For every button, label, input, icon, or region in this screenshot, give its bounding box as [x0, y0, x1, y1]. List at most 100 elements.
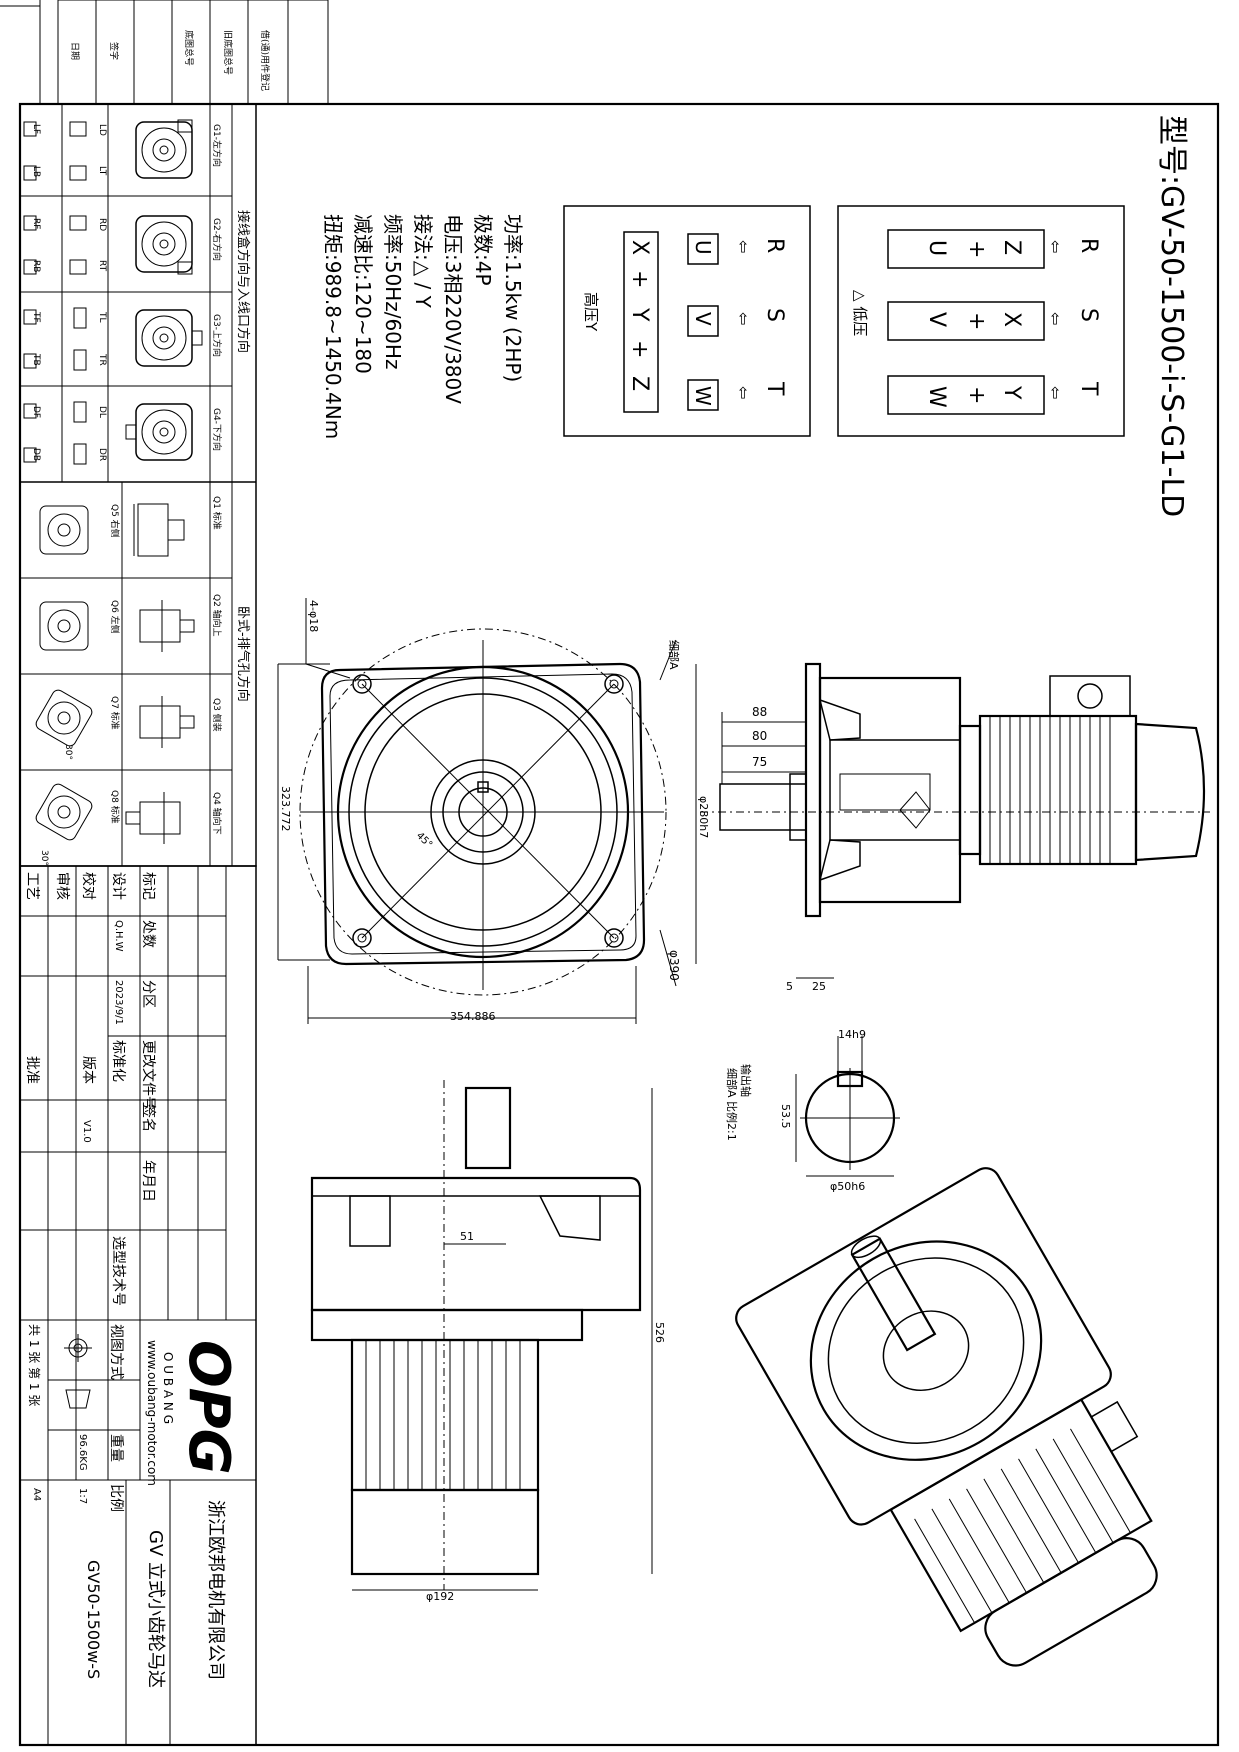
svg-text:标准化: 标准化 [110, 1040, 126, 1082]
svg-text:+: + [627, 340, 652, 358]
svg-text:RT: RT [97, 260, 107, 272]
wl-T: T [1076, 381, 1101, 396]
wl-title: △ 低压 [851, 290, 869, 336]
svg-text:96.6KG: 96.6KG [77, 1434, 88, 1471]
dim-key: 14h9 [838, 1028, 866, 1041]
projection-symbol [64, 1334, 92, 1409]
svg-text:⇦: ⇦ [1046, 312, 1065, 325]
svg-text:Z: Z [999, 240, 1024, 255]
svg-text:G4-下方向: G4-下方向 [211, 408, 223, 451]
dim-spigot: φ280h7 [697, 796, 710, 838]
svg-text:更改文件号: 更改文件号 [140, 1040, 156, 1110]
svg-text:Q2 轴向上: Q2 轴向上 [211, 594, 223, 637]
shaft-detail: 14h9 53.5 φ50h6 输出轴 细部A 比例2:1 [725, 1028, 900, 1193]
junction-thumbnails [125, 119, 203, 461]
svg-text:30°: 30° [39, 850, 49, 866]
svg-text:A4: A4 [31, 1488, 42, 1501]
sheet-border [18, 102, 1220, 1747]
svg-text:1:7: 1:7 [77, 1488, 88, 1504]
dim-motor-d: φ192 [426, 1590, 454, 1603]
stamp-label-5: 日期 [69, 42, 80, 60]
stamp-label-4: 签字 [108, 42, 120, 60]
detail-label: 细部A [667, 640, 681, 670]
angle-label: 45° [414, 830, 434, 850]
model-title: 型号:GV-50-1500-i-S-G1-LD [1154, 115, 1189, 517]
svg-text:版本: 版本 [80, 1056, 96, 1084]
title-block: 标记 处数 分区 更改文件号 签名 年月日 设计 标准化 校对 版本 审核 工艺… [19, 865, 257, 1746]
svg-text:DL: DL [97, 406, 107, 418]
svg-text:Y: Y [627, 307, 652, 322]
svg-text:重量: 重量 [108, 1434, 124, 1462]
stamp-box-dividers [95, 0, 289, 104]
svg-text:Q7 标准: Q7 标准 [109, 696, 121, 730]
dim-pcd: φ390 [667, 950, 681, 981]
svg-text:X: X [627, 240, 652, 255]
exhaust-thumbnails [35, 503, 195, 844]
svg-text:标记: 标记 [140, 872, 156, 900]
dim-flange-w: 354.886 [450, 1010, 496, 1023]
svg-text:G3-上方向: G3-上方向 [211, 314, 223, 357]
svg-text:+: + [627, 270, 652, 288]
svg-text:V: V [691, 312, 715, 326]
svg-text:U: U [691, 240, 715, 255]
svg-text:⇦: ⇦ [734, 312, 753, 325]
options-panel: 接线盒方向与入线口方向 卧式-排气孔方向 G1-左方向 G2-右方向 G3-上方… [19, 103, 257, 867]
dim-80: 80 [752, 729, 767, 743]
exhaust-title: 卧式-排气孔方向 [235, 606, 251, 702]
website: www.oubang-motor.com [145, 1340, 159, 1486]
brand-text: O U B A N G [161, 1352, 175, 1424]
dim-25: 25 [812, 980, 826, 993]
svg-text:RD: RD [97, 218, 107, 231]
svg-text:+: + [964, 240, 989, 258]
svg-text:分区: 分区 [140, 980, 156, 1008]
dim-shaft-h: 53.5 [779, 1104, 792, 1129]
company-name: 浙江欧邦电机有限公司 [205, 1500, 226, 1680]
spec-connection: 接法:△ / Y [411, 214, 435, 309]
vertical-view: 51 526 φ192 [310, 1080, 666, 1603]
spec-ratio: 减速比:120~180 [351, 214, 375, 374]
spec-list: 功率:1.5kw (2HP) 极数:4P 电压:3相220V/380V 接法:△… [321, 214, 525, 439]
svg-text:Q6 左侧: Q6 左侧 [109, 600, 121, 634]
svg-text:处数: 处数 [140, 920, 156, 948]
svg-text:LT: LT [97, 166, 107, 176]
svg-text:LD: LD [97, 124, 107, 136]
svg-text:U: U [924, 240, 949, 256]
sheet-count: 共 1 张 第 1 张 [27, 1324, 41, 1406]
svg-text:R: R [762, 238, 787, 253]
svg-text:TR: TR [97, 353, 107, 366]
wh-title: 高压Y [582, 292, 600, 332]
motor-fins [989, 716, 1111, 864]
svg-text:Q4 轴向下: Q4 轴向下 [211, 792, 223, 835]
spec-poles: 极数:4P [471, 214, 495, 286]
svg-text:Q5 右侧: Q5 右侧 [109, 504, 121, 538]
svg-text:+: + [964, 312, 989, 330]
dim-75: 75 [752, 755, 767, 769]
svg-text:Q1 标准: Q1 标准 [211, 496, 223, 530]
svg-text:V1.0: V1.0 [81, 1120, 92, 1143]
svg-text:审核: 审核 [54, 872, 70, 900]
flange-front-view: 45° [299, 628, 667, 996]
svg-text:年月日: 年月日 [140, 1160, 156, 1202]
stamp-label-2: 旧底图总号 [222, 30, 234, 75]
svg-text:V: V [924, 312, 949, 327]
svg-text:30°: 30° [63, 744, 73, 760]
svg-text:G1-左方向: G1-左方向 [211, 124, 223, 167]
flange-dimensions: 4-φ18 323.772 354.886 φ390 细部A [277, 598, 681, 1024]
dim-length: 526 [653, 1322, 666, 1343]
dim-51: 51 [460, 1230, 474, 1243]
stamp-label-1: 借(通)用件登记 [259, 30, 271, 91]
svg-text:Q8 标准: Q8 标准 [109, 790, 121, 824]
svg-text:工艺: 工艺 [24, 872, 40, 900]
dim-shaft-d: φ50h6 [830, 1180, 865, 1193]
dim-88: 88 [752, 705, 767, 719]
wl-R: R [1076, 238, 1101, 253]
svg-text:设计: 设计 [110, 872, 126, 900]
vertical-motor-fins [365, 1340, 521, 1490]
svg-text:Y: Y [999, 385, 1024, 400]
dim-flange-h: 323.772 [279, 786, 292, 832]
junction-title: 接线盒方向与入线口方向 [235, 210, 251, 353]
svg-text:签名: 签名 [140, 1104, 157, 1132]
svg-text:TL: TL [97, 311, 107, 323]
svg-text:比例: 比例 [108, 1484, 124, 1512]
